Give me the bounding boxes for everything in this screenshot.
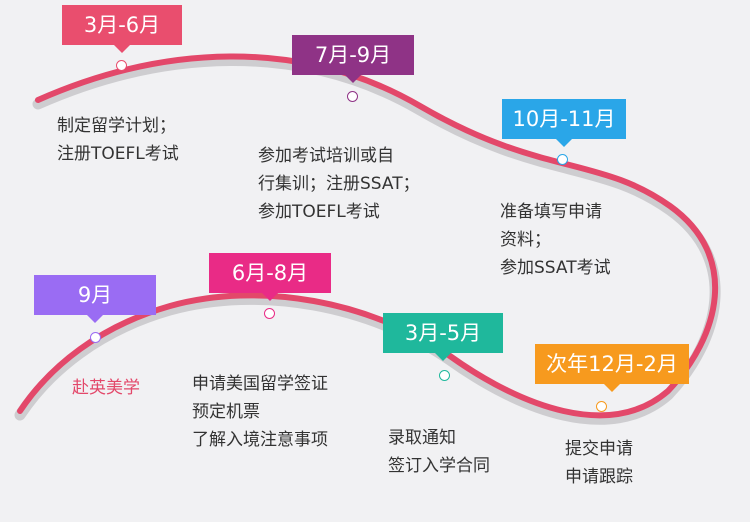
milestone-node-5 xyxy=(439,370,450,381)
milestone-desc-4: 提交申请 申请跟踪 xyxy=(565,435,633,491)
milestone-desc-5: 录取通知 签订入学合同 xyxy=(388,424,490,480)
milestone-desc-line: 签订入学合同 xyxy=(388,456,490,476)
milestone-desc-line: 了解入境注意事项 xyxy=(192,430,328,450)
milestone-desc-line: 申请跟踪 xyxy=(565,467,633,487)
milestone-badge-6: 6月-8月 xyxy=(209,253,331,301)
milestone-desc-line: 行集训；注册SSAT； xyxy=(258,174,420,194)
milestone-node-2 xyxy=(347,91,358,102)
milestone-desc-line: 提交申请 xyxy=(565,439,633,459)
milestone-badge-7: 9月 xyxy=(34,275,156,323)
milestone-desc-line: 参加TOEFL考试 xyxy=(258,202,380,222)
milestone-badge-2: 7月-9月 xyxy=(292,35,414,83)
milestone-desc-2: 参加考试培训或自 行集训；注册SSAT； 参加TOEFL考试 xyxy=(258,142,420,226)
milestone-node-3 xyxy=(557,154,568,165)
milestone-node-6 xyxy=(264,308,275,319)
milestone-badge-1: 3月-6月 xyxy=(62,5,182,53)
milestone-desc-line: 预定机票 xyxy=(192,402,260,422)
milestone-node-7 xyxy=(90,332,101,343)
milestone-desc-line: 准备填写申请 xyxy=(500,202,602,222)
milestone-node-4 xyxy=(596,401,607,412)
milestone-desc-7: 赴英美学 xyxy=(72,374,140,402)
milestone-desc-1: 制定留学计划； 注册TOEFL考试 xyxy=(57,112,179,168)
milestone-desc-line: 申请美国留学签证 xyxy=(192,374,328,394)
milestone-desc-line: 赴英美学 xyxy=(72,378,140,398)
milestone-desc-line: 参加SSAT考试 xyxy=(500,258,611,278)
milestone-desc-line: 注册TOEFL考试 xyxy=(57,144,179,164)
milestone-desc-line: 制定留学计划； xyxy=(57,116,176,136)
milestone-desc-line: 录取通知 xyxy=(388,428,456,448)
milestone-desc-line: 资料； xyxy=(500,230,551,250)
milestone-node-1 xyxy=(116,60,127,71)
milestone-badge-3: 10月-11月 xyxy=(502,99,626,147)
milestone-desc-line: 参加考试培训或自 xyxy=(258,146,394,166)
milestone-badge-5: 3月-5月 xyxy=(383,313,503,361)
milestone-desc-6: 申请美国留学签证 预定机票 了解入境注意事项 xyxy=(192,370,328,454)
milestone-badge-4: 次年12月-2月 xyxy=(535,344,689,392)
milestone-desc-3: 准备填写申请 资料； 参加SSAT考试 xyxy=(500,198,611,282)
